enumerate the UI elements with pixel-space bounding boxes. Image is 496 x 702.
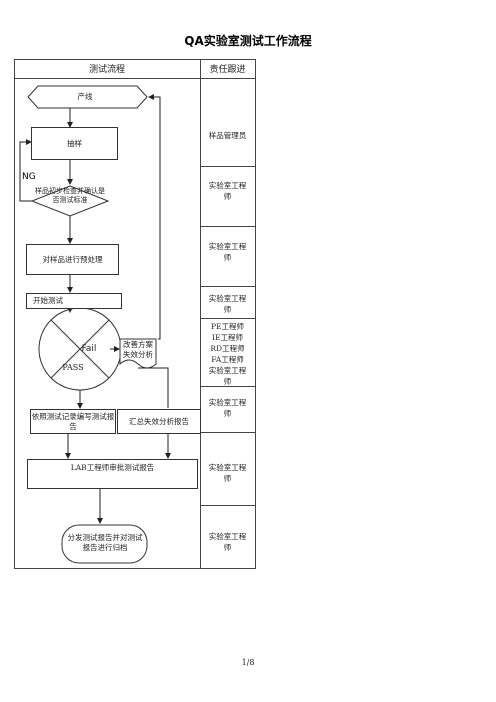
start-shape xyxy=(27,85,148,109)
sampling-box: 抽样 xyxy=(31,127,118,160)
summary-report-box: 汇总失效分析报告 xyxy=(117,409,201,434)
responsibility-cell: 样品管理员 xyxy=(208,131,247,140)
responsibility-cell: 实验室工程师 xyxy=(208,398,247,418)
end-shape xyxy=(61,524,148,564)
ng-label: NG xyxy=(22,172,36,182)
improve-label: 改善方案失效分析 xyxy=(123,340,153,359)
responsibility-cell: 实验室工程师 xyxy=(208,532,247,552)
row-divider xyxy=(200,226,255,227)
page-title: QA实验室测试工作流程 xyxy=(184,34,312,48)
end-label: 分发测试报告并对测试报告进行归档 xyxy=(67,533,143,552)
row-divider xyxy=(200,166,255,167)
pass-label: PASS xyxy=(62,363,84,372)
start-test-box: 开始测试 xyxy=(26,293,122,309)
page-number: 1/8 xyxy=(241,658,255,667)
responsibility-cell: 实验室工程师 xyxy=(208,294,247,314)
improve-shape xyxy=(119,338,157,369)
column-divider xyxy=(200,59,201,568)
row-divider xyxy=(200,318,255,319)
header-divider xyxy=(14,78,255,79)
responsibility-cell: 实验室工程师 xyxy=(208,181,247,201)
responsibility-cell: PE工程师 IE工程师 RD工程师 FA工程师 实验室工程师 xyxy=(208,322,247,386)
decision-label: 样品初步检查并确认是否测试标准 xyxy=(35,187,105,204)
flow-table xyxy=(14,59,256,569)
write-report-box: 依照测试记录编写测试报告 xyxy=(30,409,116,434)
row-divider xyxy=(200,386,255,387)
pretreatment-box: 对样品进行预处理 xyxy=(26,244,119,275)
start-label: 产线 xyxy=(77,92,93,101)
approve-box: LAB工程师审批测试报告 xyxy=(27,459,198,489)
responsibility-cell: 实验室工程师 xyxy=(208,242,247,262)
header-flow: 测试流程 xyxy=(88,65,125,75)
responsibility-cell: 实验室工程师 xyxy=(208,463,247,483)
row-divider xyxy=(200,505,255,506)
row-divider xyxy=(200,432,255,433)
fail-label: Fail xyxy=(81,344,97,354)
row-divider xyxy=(200,286,255,287)
header-responsibility: 责任跟进 xyxy=(209,65,246,75)
